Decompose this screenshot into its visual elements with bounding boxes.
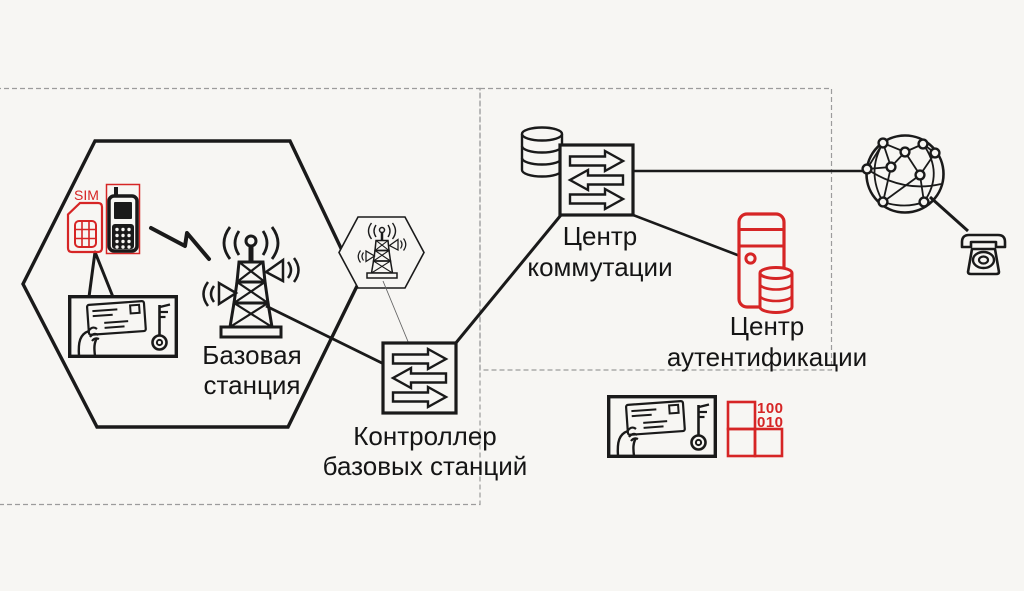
neighbour-cell-hexagon <box>338 216 425 345</box>
sim-card-icon <box>66 201 104 254</box>
connection-lines <box>265 169 970 366</box>
network-globe-icon <box>861 134 945 214</box>
msc-label-line1: Центр <box>562 221 638 251</box>
bsc-label: Контроллер базовых станций <box>314 421 536 481</box>
base-station-label-line1: Базовая <box>202 340 302 370</box>
msc-database-icon <box>520 126 564 178</box>
id-card-key-icon-bottom <box>607 395 717 458</box>
callout-tail <box>87 250 115 298</box>
link-network-to-phone <box>928 195 970 233</box>
auth-center-label-line2: аутентификации <box>666 342 868 372</box>
base-station-label: Базовая станция <box>142 340 362 400</box>
base-station-label-line2: станция <box>203 370 301 400</box>
auth-center-label: Центр аутентификации <box>647 311 887 373</box>
bsc-label-line1: Контроллер <box>353 421 497 451</box>
sim-label: SIM <box>74 187 99 203</box>
cipher-grid-icon <box>726 400 784 458</box>
msc-label-line2: коммутации <box>527 252 673 282</box>
link-bsc-to-msc <box>453 214 563 345</box>
telephone-icon <box>960 233 1007 276</box>
binary-code-line2: 010 <box>757 413 784 431</box>
cell-tower-icon <box>204 227 299 337</box>
link-msc-to-auth <box>632 213 741 258</box>
cell-hexagon <box>21 139 360 429</box>
link-smalltower-to-bsc <box>382 280 410 345</box>
bsc-switch-icon <box>383 343 456 413</box>
msc-switch-icon <box>560 145 633 215</box>
core-area-boundary <box>479 87 833 371</box>
link-tower-to-bsc <box>265 304 385 366</box>
bsc-label-line2: базовых станций <box>322 451 528 481</box>
msc-label: Центр коммутации <box>490 221 710 283</box>
radio-signal-icon <box>149 226 211 261</box>
auth-center-label-line1: Центр <box>729 311 805 341</box>
coverage-area-boundaries <box>0 87 833 506</box>
binary-code-line1: 100 <box>757 400 784 417</box>
auth-server-icon <box>737 212 794 314</box>
binary-code-label: 100 010 <box>757 400 784 431</box>
mobile-phone-icon <box>105 183 141 255</box>
